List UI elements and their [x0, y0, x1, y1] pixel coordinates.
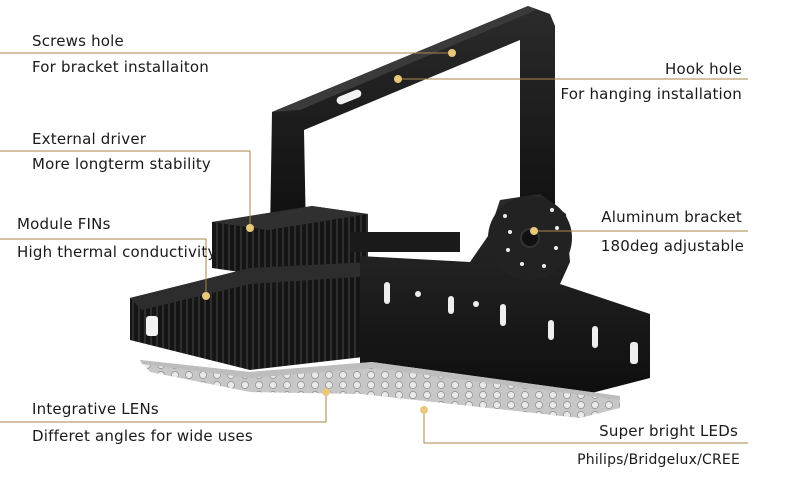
aluminum-bracket-desc: 180deg adjustable [600, 237, 744, 255]
handle-slot [146, 316, 158, 336]
screws-hole-title: Screws hole [32, 32, 124, 50]
hook-hole-title: Hook hole [665, 60, 742, 78]
external-driver-box [212, 206, 460, 276]
hook-hole-desc: For hanging installation [560, 85, 742, 103]
marker-hook-hole [394, 75, 402, 83]
bracket-slot-hole [336, 89, 362, 105]
leader-lines [0, 52, 748, 444]
integrative-lens-desc: Differet angles for wide uses [32, 427, 253, 445]
super-bright-leds-title: Super bright LEDs [599, 422, 738, 440]
external-driver-desc: More longterm stability [32, 155, 211, 173]
marker-aluminum-bracket [530, 227, 538, 235]
marker-super-bright-leds [420, 406, 428, 414]
module-fins-desc: High thermal conductivity [17, 243, 217, 261]
integrative-lens-title: Integrative LENs [32, 400, 159, 418]
heat-sink-housing [130, 262, 372, 370]
screws-hole-desc: For bracket installaiton [32, 58, 209, 76]
callout-markers [202, 49, 538, 414]
marker-external-driver [246, 224, 254, 232]
external-driver-title: External driver [32, 130, 147, 148]
front-plate [360, 194, 650, 396]
marker-module-fins [202, 292, 210, 300]
lens-array [140, 360, 620, 418]
marker-screws-hole [448, 49, 456, 57]
aluminum-bracket-title: Aluminum bracket [601, 208, 742, 226]
module-fins-title: Module FINs [17, 215, 111, 233]
super-bright-leds-desc: Philips/Bridgelux/CREE [577, 452, 740, 468]
marker-integrative-lens [322, 388, 330, 396]
